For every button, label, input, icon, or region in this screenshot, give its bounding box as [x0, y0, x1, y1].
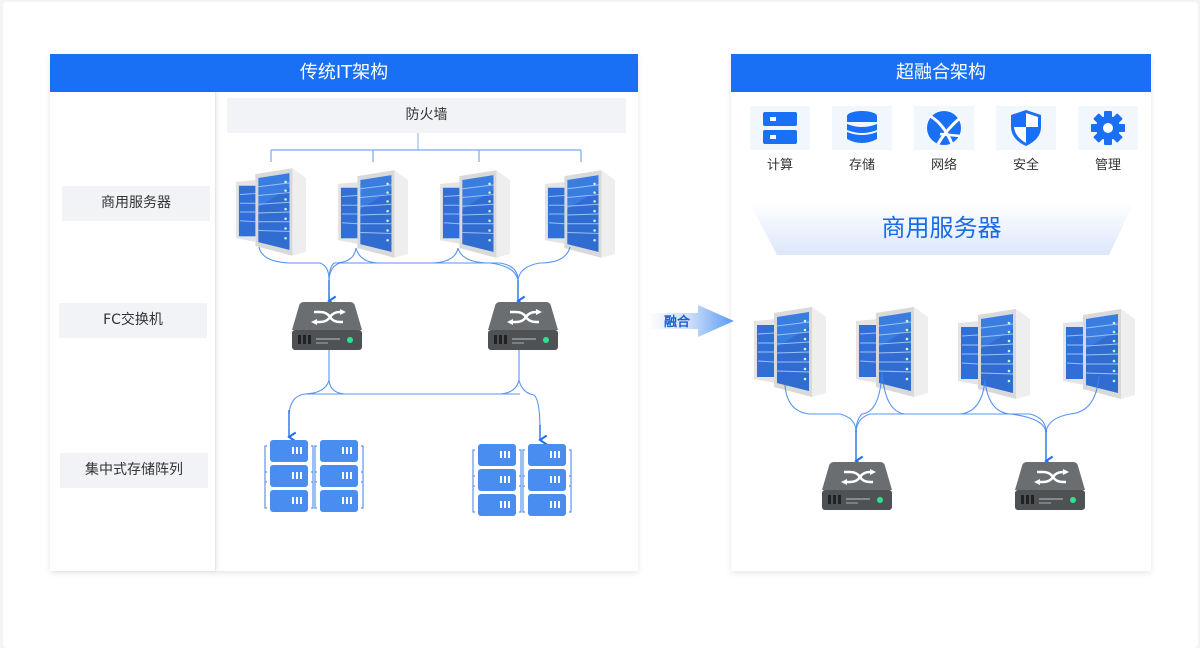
server-icon: [856, 307, 928, 397]
network-icon: [914, 106, 974, 150]
gear-icon: [1078, 106, 1138, 150]
disk-icon: [528, 469, 566, 491]
feature-label: 存储: [848, 158, 875, 173]
fc-switch-icon: [488, 301, 558, 351]
disk-icon: [270, 465, 308, 487]
server-icon: [545, 170, 615, 258]
feature-label: 网络: [930, 158, 957, 173]
disk-icon: [528, 494, 566, 516]
server-icon: [1063, 309, 1135, 399]
firewall-connectors: [270, 133, 582, 162]
feature-storage: 存储: [832, 106, 892, 173]
disk-icon: [320, 490, 358, 512]
hyperconverged-title: 超融合架构: [731, 54, 1151, 92]
server-icon: [338, 170, 408, 258]
feature-network: 网络: [914, 106, 974, 173]
array-bracket: [522, 449, 572, 513]
firewall-box: 防火墙: [227, 98, 626, 133]
fc-switch-icon: [292, 301, 362, 351]
disk-icon: [320, 465, 358, 487]
row-label-servers: 商用服务器: [62, 186, 210, 221]
server-icon: [440, 170, 510, 258]
storage-array-icon: [264, 440, 364, 512]
disk-icon: [270, 490, 308, 512]
array-bracket: [264, 445, 314, 509]
row-label-storage: 集中式存储阵列: [60, 453, 208, 488]
row-label-fc-switch: FC交换机: [59, 303, 207, 338]
fusion-label: 融合: [664, 315, 691, 330]
switch-icon: [1015, 461, 1085, 511]
array-bracket: [472, 449, 522, 513]
shield-icon: [996, 106, 1056, 150]
server-icon: [236, 168, 306, 256]
server-switch-cables-right: [784, 371, 1100, 433]
banner-commercial-servers: 商用服务器: [881, 214, 1002, 242]
disk-icon: [478, 469, 516, 491]
feature-label: 计算: [766, 158, 793, 173]
feature-label: 安全: [1012, 158, 1039, 173]
feature-compute: 计算: [750, 106, 810, 173]
server-icon: [754, 307, 826, 397]
disk-icon: [270, 440, 308, 462]
server-icon: [958, 309, 1030, 399]
switch-icon: [822, 461, 892, 511]
compute-icon: [750, 106, 810, 150]
storage-array-icon: [472, 444, 572, 516]
disk-icon: [320, 440, 358, 462]
array-bracket: [314, 445, 364, 509]
disk-icon: [528, 444, 566, 466]
server-switch-cables-left: [258, 246, 571, 281]
storage-icon: [832, 106, 892, 150]
feature-security: 安全: [996, 106, 1056, 173]
banner-background: [749, 202, 1134, 255]
disk-icon: [478, 444, 516, 466]
row-label-column: 商用服务器 FC交换机 集中式存储阵列: [50, 92, 216, 571]
fusion-arrow-icon: [648, 305, 734, 337]
disk-icon: [478, 494, 516, 516]
switch-storage-cables: [288, 350, 541, 431]
feature-management: 管理: [1078, 106, 1138, 173]
feature-label: 管理: [1094, 158, 1121, 173]
traditional-it-title: 传统IT架构: [50, 54, 638, 92]
